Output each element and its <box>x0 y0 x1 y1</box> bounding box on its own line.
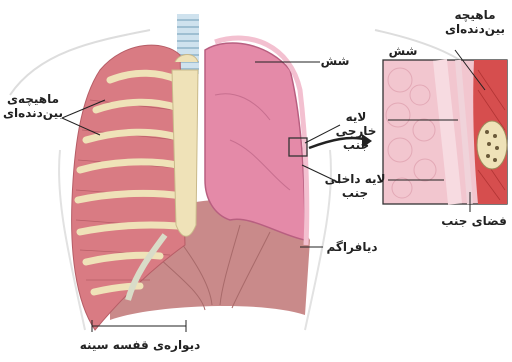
label-diaphragm: دیافراگم <box>322 240 382 254</box>
label-inset-intercostal-line2: بین‌دنده‌ای <box>440 22 510 36</box>
lung-right <box>205 43 305 240</box>
sternum <box>172 70 198 236</box>
label-inner-pleura-line2: جنب <box>322 186 388 200</box>
label-pleural-space: فضای جنب <box>440 214 508 228</box>
label-inner-pleura: لایه داخلی جنب <box>322 172 388 200</box>
label-lung: شش <box>320 54 350 68</box>
label-intercostal-muscle: ماهیچه‌ی بین‌دنده‌ای <box>2 92 64 120</box>
label-inset-intercostal-line1: ماهیچه <box>440 8 510 22</box>
inset-rib-cross-section <box>477 121 507 169</box>
label-rib-cage-wall: دیواره‌ی قفسه سینه <box>70 338 210 352</box>
label-outer-pleura: لایه خارجی جنب <box>324 110 388 152</box>
label-inset-intercostal-muscle: ماهیچه بین‌دنده‌ای <box>440 8 510 36</box>
label-inner-pleura-line1: لایه داخلی <box>322 172 388 186</box>
label-intercostal-muscle-line1: ماهیچه‌ی <box>2 92 64 106</box>
label-intercostal-muscle-line2: بین‌دنده‌ای <box>2 106 64 120</box>
label-outer-pleura-line1: لایه خارجی <box>324 110 388 138</box>
label-outer-pleura-line2: جنب <box>324 138 388 152</box>
label-inset-lung: شش <box>388 44 418 58</box>
